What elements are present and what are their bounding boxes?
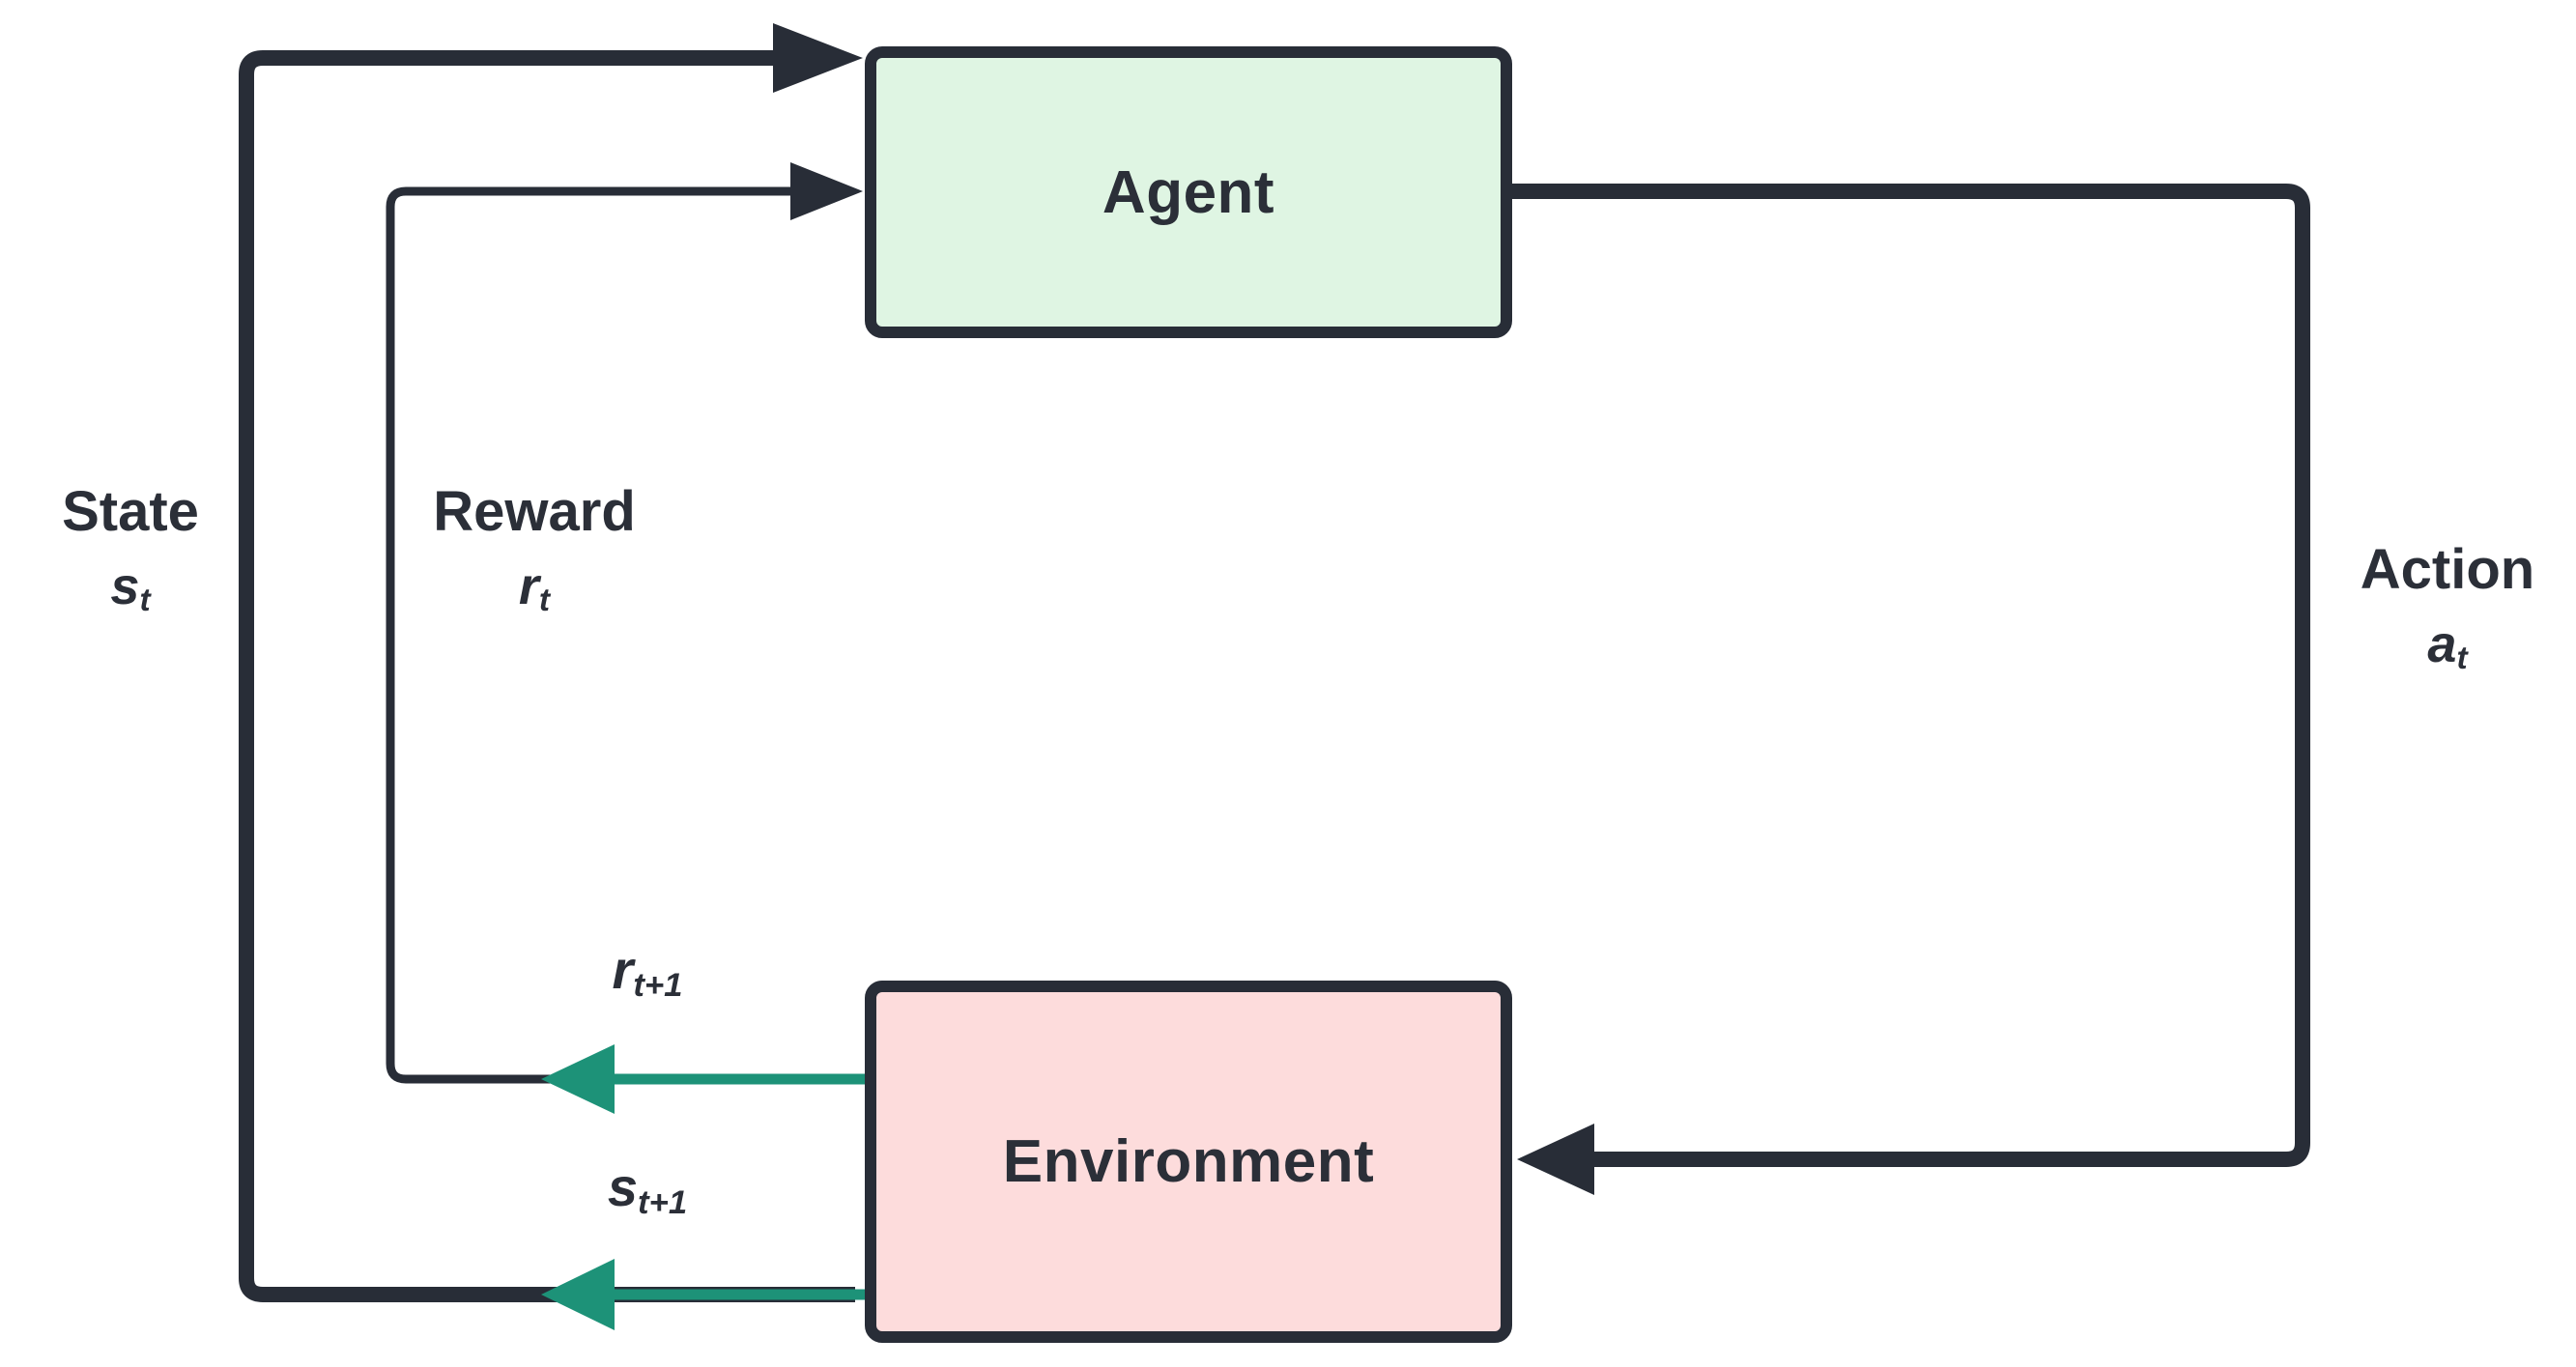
action-arrowhead bbox=[1517, 1124, 1594, 1195]
node-environment[interactable]: Environment bbox=[865, 981, 1512, 1343]
edge-state-feedback-green bbox=[541, 1259, 865, 1330]
edge-label-state-symbol: st bbox=[19, 556, 242, 618]
action-symbol-base: a bbox=[2427, 614, 2457, 673]
edge-action-path bbox=[1512, 184, 2310, 1195]
edge-label-reward: Reward rt bbox=[394, 480, 674, 618]
edge-reward-path bbox=[386, 162, 863, 1084]
edge-label-action-word: Action bbox=[2360, 538, 2535, 601]
edge-label-state-next-symbol: st+1 bbox=[541, 1156, 754, 1220]
state-feedback-arrowhead bbox=[541, 1259, 615, 1330]
node-agent[interactable]: Agent bbox=[865, 46, 1512, 338]
reward-symbol-base: r bbox=[518, 556, 539, 615]
state-next-symbol-sub: t+1 bbox=[638, 1183, 688, 1221]
reward-next-symbol-base: r bbox=[612, 939, 634, 1000]
action-symbol-sub: t bbox=[2456, 641, 2468, 677]
edge-label-action-symbol: at bbox=[2319, 614, 2576, 676]
edge-label-state: State st bbox=[19, 480, 242, 618]
edge-label-reward-word: Reward bbox=[433, 480, 636, 543]
edge-label-state-word: State bbox=[62, 480, 199, 543]
edge-label-state-next: st+1 bbox=[541, 1156, 754, 1220]
node-agent-label: Agent bbox=[1102, 158, 1275, 226]
state-arrowhead bbox=[773, 23, 863, 93]
edge-reward-feedback-green bbox=[541, 1044, 865, 1114]
edge-label-reward-next-symbol: rt+1 bbox=[541, 939, 754, 1003]
edge-label-reward-symbol: rt bbox=[394, 556, 674, 618]
edge-label-action: Action at bbox=[2319, 538, 2576, 676]
reward-symbol-sub: t bbox=[538, 583, 551, 619]
edge-label-reward-next: rt+1 bbox=[541, 939, 754, 1003]
edge-state-path bbox=[239, 23, 863, 1302]
state-symbol-base: s bbox=[110, 556, 140, 615]
reward-feedback-arrowhead bbox=[541, 1044, 615, 1114]
reward-arrowhead bbox=[790, 162, 863, 220]
state-next-symbol-base: s bbox=[607, 1156, 638, 1217]
node-environment-label: Environment bbox=[1002, 1128, 1375, 1195]
reward-next-symbol-sub: t+1 bbox=[633, 966, 683, 1004]
state-symbol-sub: t bbox=[139, 583, 151, 619]
